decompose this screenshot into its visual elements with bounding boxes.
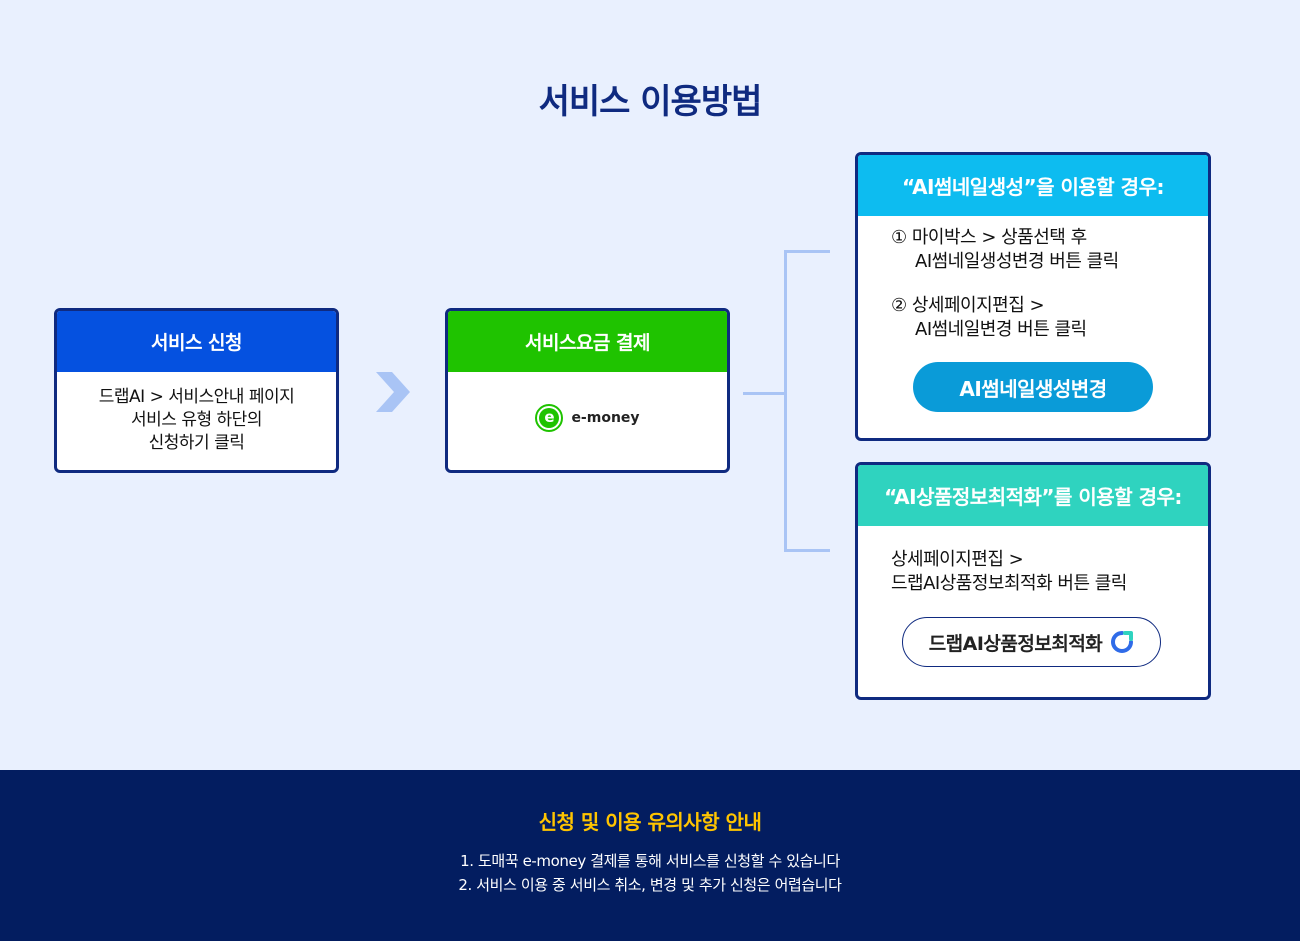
emoney-icon-letter: e: [539, 407, 560, 428]
emoney-label: e-money: [571, 409, 640, 426]
thumbnail-case-card: “AI썸네일생성”을 이용할 경우: ① 마이박스 > 상품선택 후 AI썸네일…: [855, 152, 1211, 441]
thumbnail-step-2-line-1: ② 상세페이지편집 >: [891, 295, 1045, 316]
payment-step-title: 서비스요금 결제: [448, 311, 727, 372]
connector-vertical: [784, 250, 787, 552]
apply-step-description: 드랩AI > 서비스안내 페이지 서비스 유형 하단의 신청하기 클릭: [57, 372, 336, 455]
apply-line-3: 신청하기 클릭: [148, 433, 245, 453]
ai-product-optimize-button[interactable]: 드랩AI상품정보최적화: [902, 617, 1161, 667]
notice-list: 1. 도매꾹 e-money 결제를 통해 서비스를 신청할 수 있습니다 2.…: [0, 849, 1300, 897]
thumbnail-step-2-line-2: AI썸네일변경 버튼 클릭: [915, 319, 1087, 340]
payment-step-card: 서비스요금 결제 e e-money: [445, 308, 730, 473]
ai-product-optimize-button-label: 드랩AI상품정보최적화: [928, 632, 1103, 655]
connector-horizontal: [743, 392, 786, 395]
ai-thumbnail-generate-button[interactable]: AI썸네일생성변경: [913, 362, 1153, 412]
thumbnail-step-2: ② 상세페이지편집 > AI썸네일변경 버튼 클릭: [891, 294, 1087, 342]
apply-line-2: 서비스 유형 하단의: [131, 410, 262, 430]
emoney-logo: e e-money: [448, 372, 727, 463]
optimize-step-line-2: 드랩AI상품정보최적화 버튼 클릭: [891, 573, 1127, 594]
optimize-step-line-1: 상세페이지편집 >: [891, 549, 1024, 570]
apply-step-card: 서비스 신청 드랩AI > 서비스안내 페이지 서비스 유형 하단의 신청하기 …: [54, 308, 339, 473]
emoney-icon: e: [535, 403, 564, 432]
thumbnail-step-1-line-1: ① 마이박스 > 상품선택 후: [891, 227, 1087, 248]
connector-top-branch: [784, 250, 830, 253]
optimize-case-card: “AI상품정보최적화”를 이용할 경우: 상세페이지편집 > 드랩AI상품정보최…: [855, 462, 1211, 700]
chevron-right-icon: [376, 372, 410, 412]
apply-step-title: 서비스 신청: [57, 311, 336, 372]
page-title: 서비스 이용방법: [538, 82, 763, 122]
thumbnail-step-1-line-2: AI썸네일생성변경 버튼 클릭: [915, 251, 1119, 272]
thumbnail-step-1: ① 마이박스 > 상품선택 후 AI썸네일생성변경 버튼 클릭: [891, 226, 1119, 274]
optimize-case-title: “AI상품정보최적화”를 이용할 경우:: [858, 465, 1208, 526]
notice-title: 신청 및 이용 유의사항 안내: [538, 810, 762, 834]
optimize-step: 상세페이지편집 > 드랩AI상품정보최적화 버튼 클릭: [891, 548, 1127, 596]
notice-item-2: 2. 서비스 이용 중 서비스 취소, 변경 및 추가 신청은 어렵습니다: [458, 876, 842, 894]
apply-line-1: 드랩AI > 서비스안내 페이지: [98, 387, 295, 407]
connector-bottom-branch: [784, 549, 830, 552]
notice-item-1: 1. 도매꾹 e-money 결제를 통해 서비스를 신청할 수 있습니다: [460, 852, 840, 870]
notice-footer: 신청 및 이용 유의사항 안내 1. 도매꾹 e-money 결제를 통해 서비…: [0, 770, 1300, 941]
drap-logo-icon: [1111, 631, 1134, 653]
thumbnail-case-title: “AI썸네일생성”을 이용할 경우:: [858, 155, 1208, 216]
